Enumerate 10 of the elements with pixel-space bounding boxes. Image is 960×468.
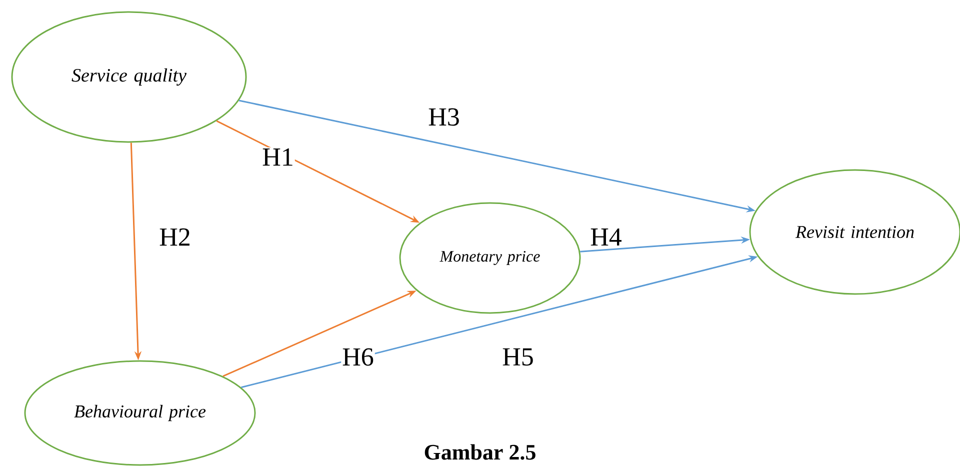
edge-label: H3 bbox=[427, 107, 461, 127]
edge-label: H2 bbox=[158, 227, 192, 247]
ellipse-node: Monetary price bbox=[399, 202, 581, 314]
edge-label: H6 bbox=[341, 347, 375, 367]
caption: Gambar 2.5 bbox=[424, 444, 536, 460]
edge-label: H1 bbox=[261, 147, 295, 167]
ellipse-node: Service quality bbox=[11, 11, 247, 143]
edge-label: H5 bbox=[501, 347, 535, 367]
ellipse-node: Behavioural price bbox=[24, 360, 256, 466]
edge-label: H4 bbox=[589, 227, 623, 247]
